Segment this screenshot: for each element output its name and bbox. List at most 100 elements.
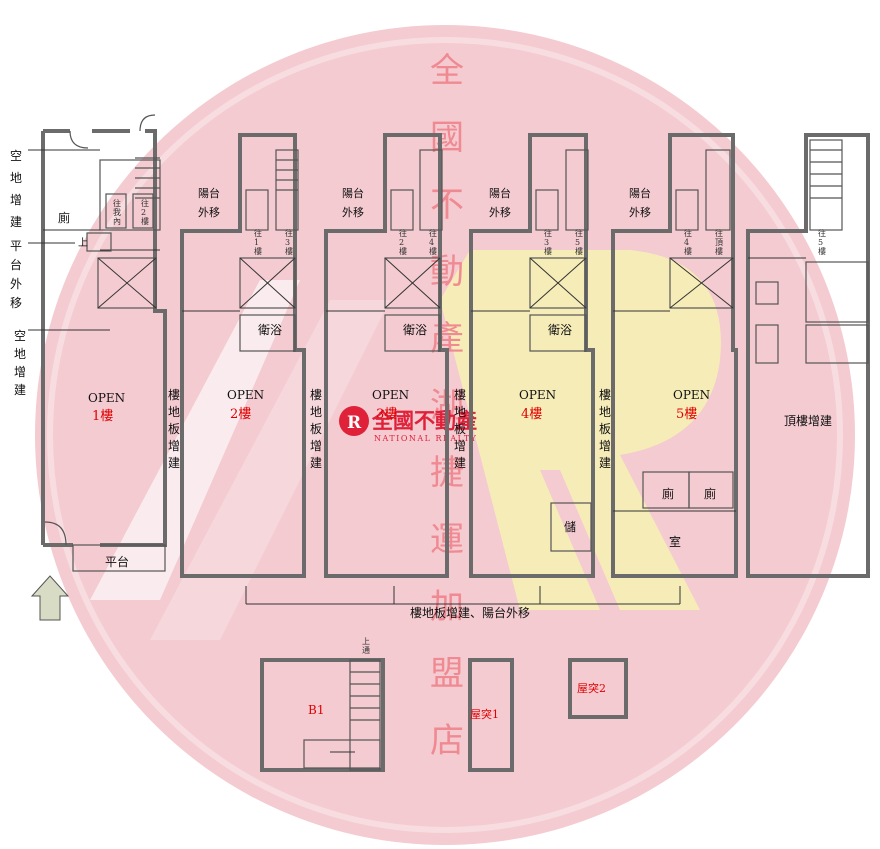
logo-text-cn: 全國不動產 (371, 408, 477, 433)
wm-text-char: 店 (430, 721, 464, 761)
ext-4-char: 建 (454, 456, 466, 470)
floor-ext-note-2: 樓地板增建 (168, 387, 180, 470)
ext-5-char: 建 (599, 456, 611, 470)
floor2-name: 2樓 (230, 407, 251, 422)
f4-stair-b-char: 往 (575, 228, 583, 238)
ext-2-char: 地 (168, 405, 180, 419)
floor2-stair-b: 往3樓 (285, 228, 293, 256)
balcony-note-line: 外移 (198, 206, 220, 219)
left-kongdi-top-char: 增 (10, 193, 22, 207)
floor-ext-note-5: 樓地板增建 (599, 387, 611, 470)
floor1-name: 1樓 (92, 409, 113, 424)
roof-stair-char: 樓 (818, 246, 826, 256)
floor5-room: 室 (669, 534, 681, 549)
logo-text-en: NATIONAL REALTY (374, 434, 477, 443)
ext-4-char: 增 (454, 439, 466, 453)
ext-2-char: 增 (168, 439, 180, 453)
f1-stair-a-char: 我 (113, 207, 121, 217)
floor4-name: 4樓 (521, 407, 542, 422)
wm-text-char: 盟 (430, 654, 464, 694)
entrance-arrow-icon (30, 575, 70, 621)
floor2-open: OPEN (227, 388, 264, 402)
balcony-note-line: 陽台 (489, 186, 511, 200)
f1-stair-b-char: 2 (141, 208, 146, 217)
wm-text-char: 動 (430, 252, 464, 292)
floor4-bath: 衛浴 (548, 323, 572, 337)
f4-stair-b-char: 樓 (575, 246, 583, 256)
balcony-note-line: 外移 (342, 206, 364, 219)
floor5-toilet-b: 廁 (704, 486, 716, 501)
f1-stair-a-char: 內 (113, 217, 121, 226)
floor4-storage: 儲 (564, 520, 576, 534)
f3-stair-a-char: 2 (399, 238, 404, 247)
floor2-stair-a: 往1樓 (254, 228, 262, 256)
f2-stair-a-char: 樓 (254, 246, 262, 256)
floor4-stair-b: 往5樓 (575, 228, 583, 256)
f4-stair-a-char: 往 (544, 228, 552, 238)
balcony-note-5: 陽台外移 (629, 186, 651, 219)
floor4-stair-a: 往3樓 (544, 228, 552, 256)
left-kongdi-bottom-char: 地 (14, 347, 26, 361)
left-kongdi-bottom-char: 建 (14, 383, 26, 397)
left-pingtai-char: 台 (10, 257, 22, 272)
ext-5-char: 地 (599, 405, 611, 419)
b1-up-label: 上通 (362, 637, 370, 655)
ext-3-char: 板 (310, 422, 322, 436)
f2-stair-b-char: 往 (285, 228, 293, 238)
left-pingtai-char: 移 (10, 296, 22, 310)
wm-text-char: 全 (430, 51, 464, 91)
f2-stair-b-char: 樓 (285, 246, 293, 256)
ext-5-char: 板 (599, 422, 611, 436)
floor2-bath: 衛浴 (258, 323, 282, 337)
floor3-name: 3樓 (376, 407, 397, 422)
f5-stair-a-char: 4 (684, 238, 689, 247)
f5-stair-b-char: 樓 (715, 246, 723, 256)
bottom-note: 樓地板增建、陽台外移 (410, 605, 530, 620)
floor5-toilet-a: 廁 (662, 486, 674, 501)
floor5-open: OPEN (673, 388, 710, 402)
floor1-stair-b: 往2樓 (141, 198, 149, 226)
floor-1-plan (30, 114, 167, 621)
floor-2-plan (180, 133, 306, 578)
f3-stair-b-char: 4 (429, 238, 434, 247)
svg-text:R: R (347, 413, 362, 433)
floor5-stair-a: 往4樓 (684, 228, 692, 256)
floor3-open: OPEN (372, 388, 409, 402)
left-pingtai-char: 外 (10, 277, 22, 291)
ext-3-char: 增 (310, 439, 322, 453)
floor3-bath: 衛浴 (403, 323, 427, 337)
f3-stair-a-char: 樓 (399, 246, 407, 256)
roof-plan (746, 133, 870, 578)
ext-5-char: 增 (599, 439, 611, 453)
rt1-plan (468, 658, 514, 772)
left-kongdi-bottom-char: 增 (14, 365, 26, 379)
roof-name: 頂樓增建 (784, 413, 832, 428)
rt1-name: 屋突1 (470, 707, 499, 721)
f4-stair-a-char: 樓 (544, 246, 552, 256)
floor1-platform: 平台 (105, 554, 129, 569)
balcony-note-line: 外移 (489, 206, 511, 219)
floor1-toilet: 廁 (58, 210, 70, 225)
rt2-name: 屋突2 (577, 681, 606, 695)
left-kongdi-top-char: 地 (10, 171, 22, 185)
balcony-note-4: 陽台外移 (489, 186, 511, 219)
f3-stair-b-char: 往 (429, 228, 437, 238)
b1-plan (260, 658, 385, 772)
ext-4-char: 板 (454, 422, 466, 436)
floor5-name: 5樓 (676, 407, 697, 422)
f1-stair-b-char: 往 (141, 198, 149, 208)
balcony-note-line: 陽台 (198, 186, 220, 200)
f1-stair-a-char: 往 (113, 198, 121, 208)
f5-stair-a-char: 樓 (684, 246, 692, 256)
balcony-note-3: 陽台外移 (342, 186, 364, 219)
ext-2-char: 建 (168, 456, 180, 470)
f4-stair-b-char: 5 (575, 238, 580, 247)
watermark-letter-r (440, 250, 721, 610)
floor5-stair-b: 往頂樓 (715, 228, 723, 256)
f1-stair-b-char: 樓 (141, 216, 149, 226)
b1-up-char: 通 (362, 645, 370, 655)
floor-ext-note-4: 樓地板增建 (454, 387, 466, 470)
f2-stair-a-char: 往 (254, 228, 262, 238)
